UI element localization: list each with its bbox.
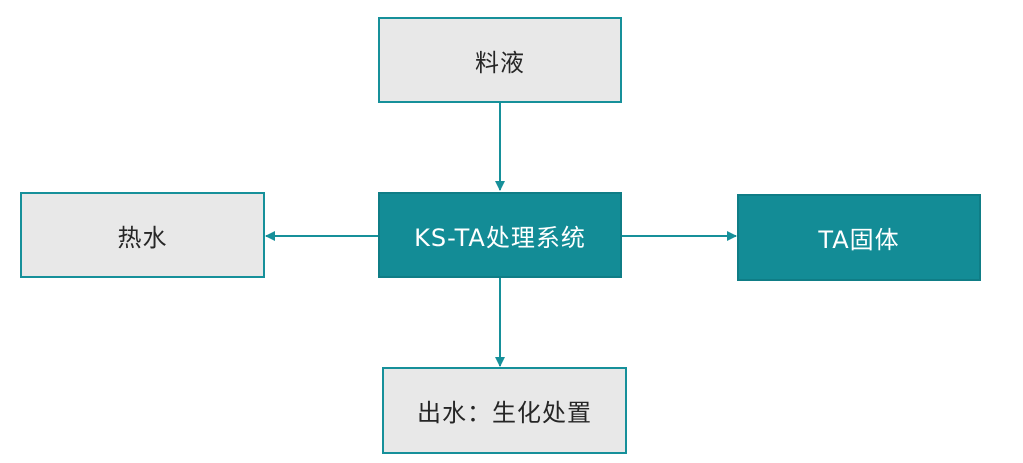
- node-feed: 料液: [378, 17, 622, 103]
- node-effluent-label: 出水：生化处置: [417, 399, 592, 427]
- node-effluent: 出水：生化处置: [382, 367, 627, 454]
- node-ta-solid: TA固体: [737, 194, 981, 281]
- node-system-label: KS-TA处理系统: [414, 223, 586, 252]
- node-feed-label: 料液: [475, 48, 525, 77]
- node-hot-water-label: 热水: [117, 223, 168, 252]
- node-hot-water: 热水: [20, 192, 265, 278]
- node-system: KS-TA处理系统: [378, 192, 622, 278]
- node-ta-solid-label: TA固体: [818, 226, 900, 254]
